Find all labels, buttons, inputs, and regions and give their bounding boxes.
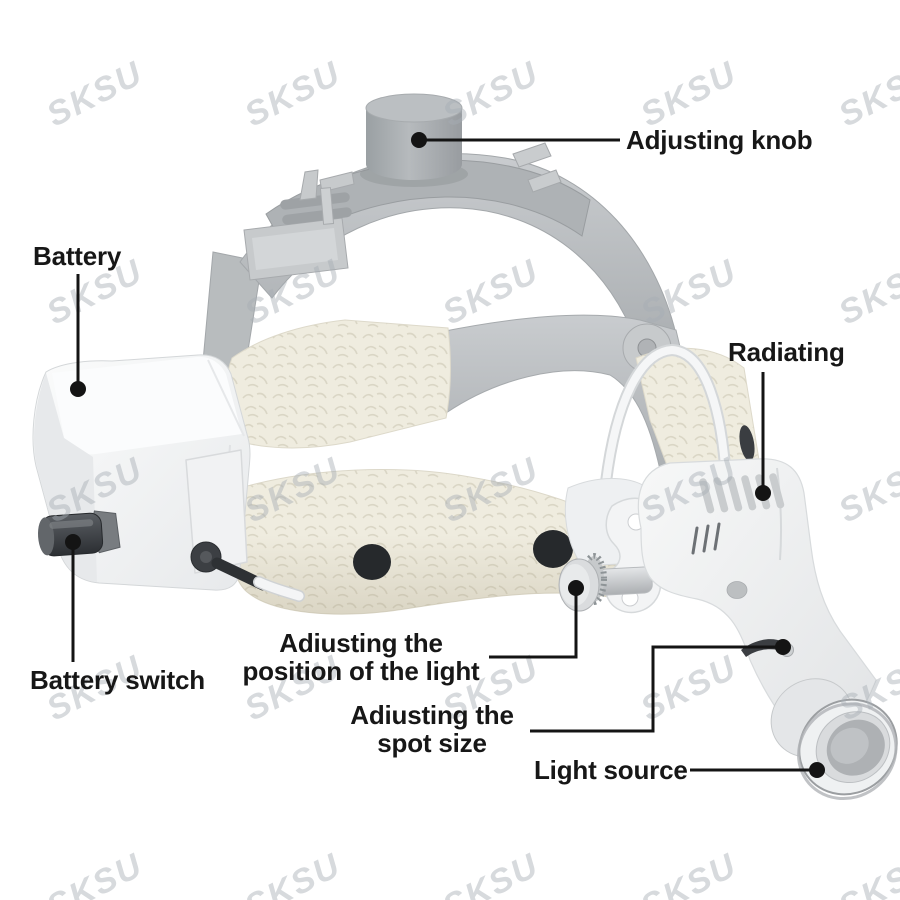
- vent-slots: [699, 473, 785, 514]
- leader-dot-radiating: [755, 485, 771, 501]
- light-cable: [600, 343, 732, 488]
- label-adjusting-spot-size: Adiusting the spot size: [332, 701, 532, 757]
- label-radiating: Radiating: [728, 337, 845, 367]
- leader-line-position: [489, 590, 578, 659]
- light-cable-core: [602, 345, 730, 486]
- leader-dot-adjusting-knob: [411, 132, 427, 148]
- watermark-text: SKSU: [833, 252, 900, 332]
- battery-pack: [32, 354, 305, 602]
- watermark-text: SKSU: [635, 648, 744, 728]
- watermark-text: SKSU: [41, 846, 150, 900]
- vent-slot: [727, 476, 743, 512]
- pad-rivet-left: [353, 544, 391, 580]
- vent-slot: [713, 477, 729, 513]
- watermark-text: SKSU: [239, 846, 348, 900]
- ratchet-slot-1: [280, 192, 350, 210]
- watermark-text: SKSU: [833, 54, 900, 134]
- watermark-text: SKSU: [635, 54, 744, 134]
- leader-dot-spot-size: [775, 639, 791, 655]
- label-adjusting-position: Adiusting the position of the light: [238, 629, 484, 685]
- power-cable-white: [254, 577, 304, 601]
- leader-dot-position: [568, 580, 584, 596]
- label-adjusting-spot-size-line2: spot size: [377, 728, 487, 758]
- rear-cushion-pad: [225, 319, 761, 481]
- clip-hook-left: [299, 169, 319, 201]
- ratchet-slot-2: [282, 207, 352, 225]
- knob-top: [365, 93, 463, 123]
- side-grille-dashes: [691, 522, 721, 555]
- label-adjusting-knob: Adjusting knob: [626, 125, 813, 155]
- pad-fastener-dark-oval: [739, 425, 755, 461]
- front-cushion-pad: [229, 468, 649, 615]
- label-adjusting-position-line2: position of the light: [242, 656, 480, 686]
- rear-pad: [225, 319, 451, 449]
- vent-slot: [769, 473, 785, 509]
- clip-hook-right-1: [512, 142, 552, 168]
- vent-slot: [741, 475, 757, 511]
- leader-dot-light-source: [809, 762, 825, 778]
- label-battery-switch: Battery switch: [30, 665, 205, 695]
- clip-post: [319, 187, 335, 225]
- annotation-leaders: [65, 132, 825, 778]
- switch-highlight: [49, 519, 94, 529]
- watermark-text: SKSU: [635, 846, 744, 900]
- watermark-text: SKSU: [833, 450, 900, 530]
- lens-ring-shade: [797, 702, 898, 801]
- watermark-text: SKSU: [833, 846, 900, 900]
- battery-top-face: [52, 356, 242, 455]
- watermark-text: SKSU: [437, 846, 546, 900]
- leader-dot-battery-switch: [65, 534, 81, 550]
- leader-dot-battery: [70, 381, 86, 397]
- label-light-source: Light source: [534, 755, 688, 785]
- label-adjusting-spot-size-line1: Adiusting the: [350, 700, 514, 730]
- lens-sheen: [830, 727, 869, 764]
- battery-connector-pin: [200, 551, 212, 563]
- watermark-text: SKSU: [239, 54, 348, 134]
- leader-line-spot-size: [530, 645, 779, 733]
- label-adjusting-position-line1: Adiusting the: [279, 628, 443, 658]
- light-module: [558, 458, 898, 801]
- battery-seam-1: [207, 359, 245, 437]
- pad-rivet-right: [533, 530, 573, 568]
- front-pad-shading: [230, 469, 648, 615]
- vent-slot: [699, 478, 715, 514]
- module-cap-seam: [776, 467, 782, 561]
- light-lens: [797, 698, 898, 801]
- watermark-text: SKSU: [437, 54, 546, 134]
- watermark-text: SKSU: [635, 252, 744, 332]
- clip-hook-right-2: [527, 169, 562, 193]
- label-battery: Battery: [33, 241, 122, 271]
- body-screw: [726, 581, 748, 599]
- strap-buckle-face: [252, 228, 338, 270]
- watermark-text: SKSU: [41, 54, 150, 134]
- top-strap-assembly: [243, 142, 591, 281]
